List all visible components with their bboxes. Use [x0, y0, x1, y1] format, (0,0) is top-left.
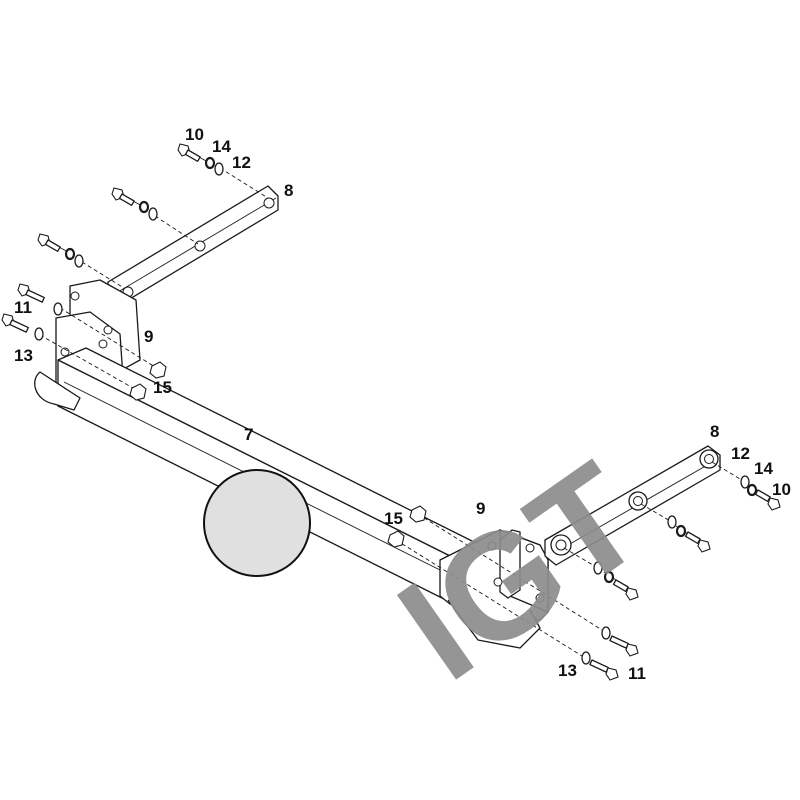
watermark-logo: IGT	[370, 431, 671, 712]
bolt-10-left-low	[37, 233, 61, 252]
callout-8-left: 8	[284, 181, 293, 200]
flat-washer-12-left	[74, 162, 224, 268]
callout-9-right: 9	[476, 499, 485, 518]
right-plate-fasteners	[387, 505, 639, 681]
tow-ball-placeholder	[203, 469, 311, 577]
callout-15-right: 15	[384, 509, 403, 528]
callout-13-right: 13	[558, 661, 577, 680]
right-end-plate	[439, 529, 549, 649]
callout-12-right: 12	[731, 444, 750, 463]
callout-11-left: 11	[14, 298, 32, 317]
spring-washer-14-left	[64, 156, 216, 261]
callout-14-right: 14	[754, 459, 773, 478]
callout-12-left: 12	[232, 153, 251, 172]
callout-14-left: 14	[212, 137, 231, 156]
bolt-10-left-top	[177, 143, 201, 162]
callout-10-right: 10	[772, 480, 791, 499]
callout-15-left: 15	[153, 378, 172, 397]
callout-11-right: 11	[628, 664, 646, 683]
right-upper-fasteners	[563, 461, 781, 601]
callout-7: 7	[244, 425, 253, 444]
callout-8-right: 8	[710, 422, 719, 441]
right-side-bracket	[544, 445, 721, 566]
callout-13-left: 13	[14, 346, 33, 365]
left-plate-fasteners	[1, 283, 167, 401]
left-side-bracket	[107, 185, 279, 307]
callout-9-left: 9	[144, 327, 153, 346]
callout-10-left: 10	[185, 125, 204, 144]
bolt-10-left-mid	[111, 187, 135, 206]
